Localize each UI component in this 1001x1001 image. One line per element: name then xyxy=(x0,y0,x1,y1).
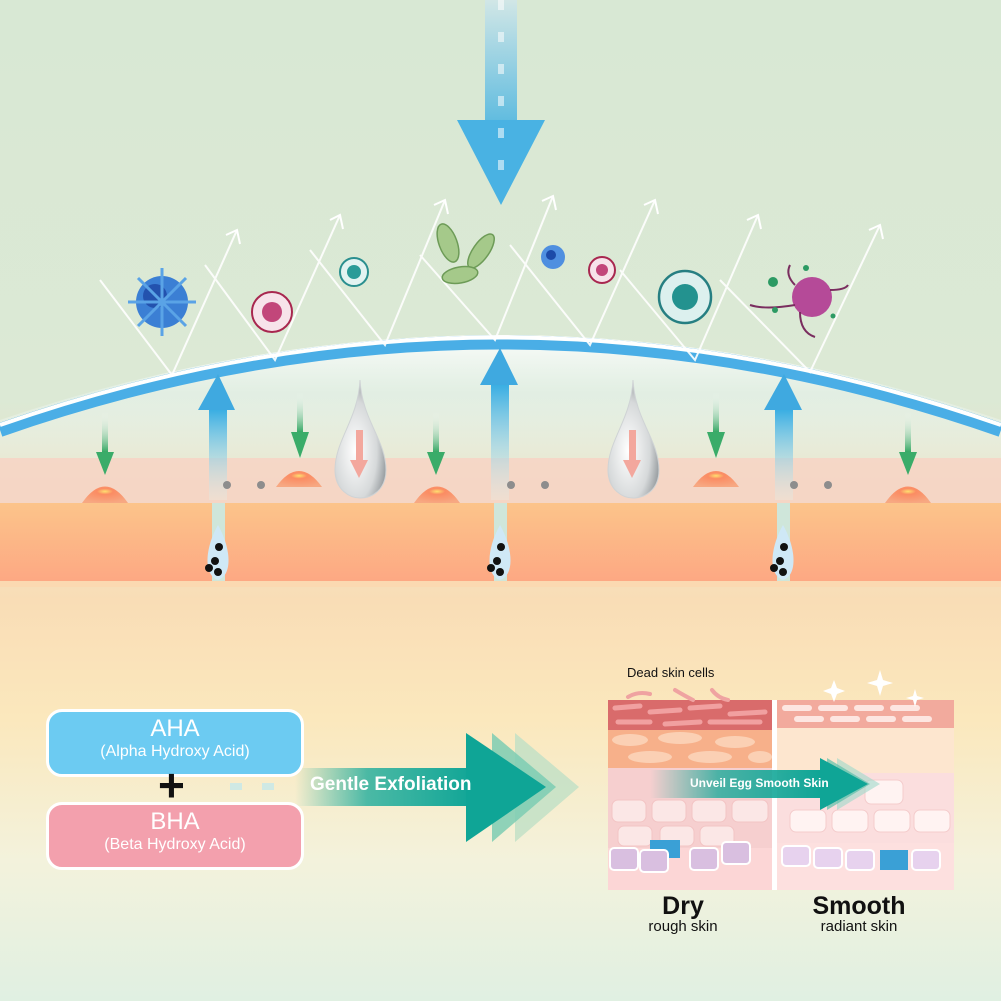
process-label: Gentle Exfoliation xyxy=(310,774,472,795)
blemish-5 xyxy=(885,412,931,503)
sparkle-icons xyxy=(823,670,924,707)
particle-dots xyxy=(223,481,832,489)
bha-fullname: (Beta Hydroxy Acid) xyxy=(104,836,246,853)
dry-title: Dry xyxy=(662,892,704,920)
aha-fullname: (Alpha Hydroxy Acid) xyxy=(100,743,250,760)
pore-2 xyxy=(487,503,511,581)
bha-box: BHA (Beta Hydroxy Acid) xyxy=(46,802,304,870)
dry-subtitle: rough skin xyxy=(648,918,718,935)
virus-blue-small-icon xyxy=(541,245,565,269)
dead-skin-label: Dead skin cells xyxy=(627,665,715,680)
up-arrow-1 xyxy=(198,374,235,500)
aha-box: AHA (Alpha Hydroxy Acid) xyxy=(46,709,304,777)
pore-1 xyxy=(205,503,229,581)
exfoliation-arrow xyxy=(230,733,579,842)
blemish-2 xyxy=(276,392,322,487)
virus-blue-icon xyxy=(128,268,196,336)
top-down-arrow xyxy=(457,0,545,205)
moisture-drop-1 xyxy=(334,379,387,499)
moisture-barrier xyxy=(0,335,1001,437)
blemish-4 xyxy=(693,392,739,487)
blemish-3 xyxy=(414,412,460,503)
pore-3 xyxy=(770,503,794,581)
microbe-teal-small-icon xyxy=(339,257,369,287)
microbe-teal-large-icon xyxy=(657,269,713,325)
microbe-pink-small-icon xyxy=(588,256,616,284)
reflection-arrows xyxy=(99,195,881,377)
plus-icon: + xyxy=(158,759,185,811)
smooth-subtitle: radiant skin xyxy=(820,918,898,935)
smooth-title: Smooth xyxy=(812,892,906,920)
moisture-drop-2 xyxy=(607,379,660,499)
aha-label: AHA xyxy=(150,715,200,742)
bha-label: BHA xyxy=(150,808,200,835)
up-arrow-3 xyxy=(764,374,802,500)
up-arrow-2 xyxy=(480,348,518,500)
unveil-arrow xyxy=(650,758,880,810)
germ-purple-icon xyxy=(749,264,849,338)
blemish-1 xyxy=(82,412,128,503)
microbe-pink-icon xyxy=(251,291,293,333)
unveil-label: Unveil Egg Smooth Skin xyxy=(690,776,829,790)
bacteria-green-icon xyxy=(436,223,495,285)
